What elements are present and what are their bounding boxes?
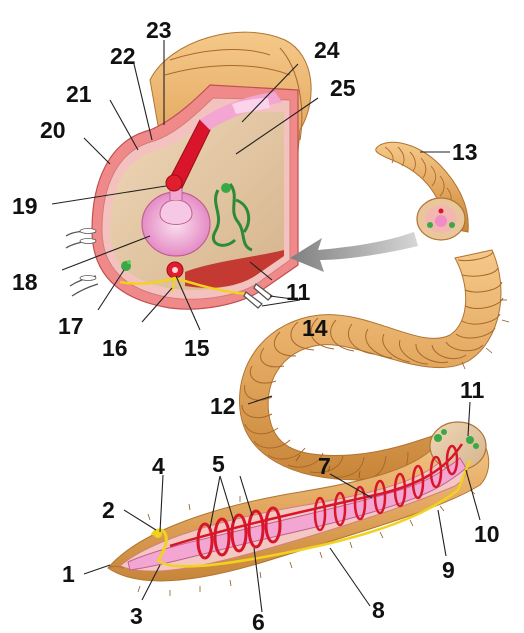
label-5: 5 bbox=[212, 451, 225, 477]
label-21: 21 bbox=[66, 81, 92, 107]
label-22: 22 bbox=[110, 43, 136, 69]
label-12: 12 bbox=[210, 393, 236, 419]
label-2: 2 bbox=[102, 497, 115, 523]
label-9: 9 bbox=[442, 557, 455, 583]
label-16: 16 bbox=[102, 335, 128, 361]
label-11-upper: 11 bbox=[286, 279, 311, 305]
label-20: 20 bbox=[40, 117, 66, 143]
cross-section bbox=[66, 32, 311, 309]
label-1: 1 bbox=[62, 561, 75, 587]
label-6: 6 bbox=[252, 609, 265, 633]
magnify-arrow bbox=[290, 232, 418, 272]
label-10: 10 bbox=[474, 521, 500, 547]
label-14: 14 bbox=[302, 315, 328, 341]
worm-body-anterior-dissected bbox=[108, 422, 489, 596]
label-19: 19 bbox=[12, 193, 38, 219]
label-11-lower: 11 bbox=[460, 377, 485, 403]
label-13: 13 bbox=[452, 139, 478, 165]
label-15: 15 bbox=[184, 335, 210, 361]
label-25: 25 bbox=[330, 75, 356, 101]
label-23: 23 bbox=[146, 17, 172, 43]
label-17: 17 bbox=[58, 313, 84, 339]
label-7: 7 bbox=[318, 453, 331, 479]
label-8: 8 bbox=[372, 597, 385, 623]
label-3: 3 bbox=[130, 603, 143, 629]
label-4: 4 bbox=[152, 453, 165, 479]
label-24: 24 bbox=[314, 37, 340, 63]
label-18: 18 bbox=[12, 269, 38, 295]
